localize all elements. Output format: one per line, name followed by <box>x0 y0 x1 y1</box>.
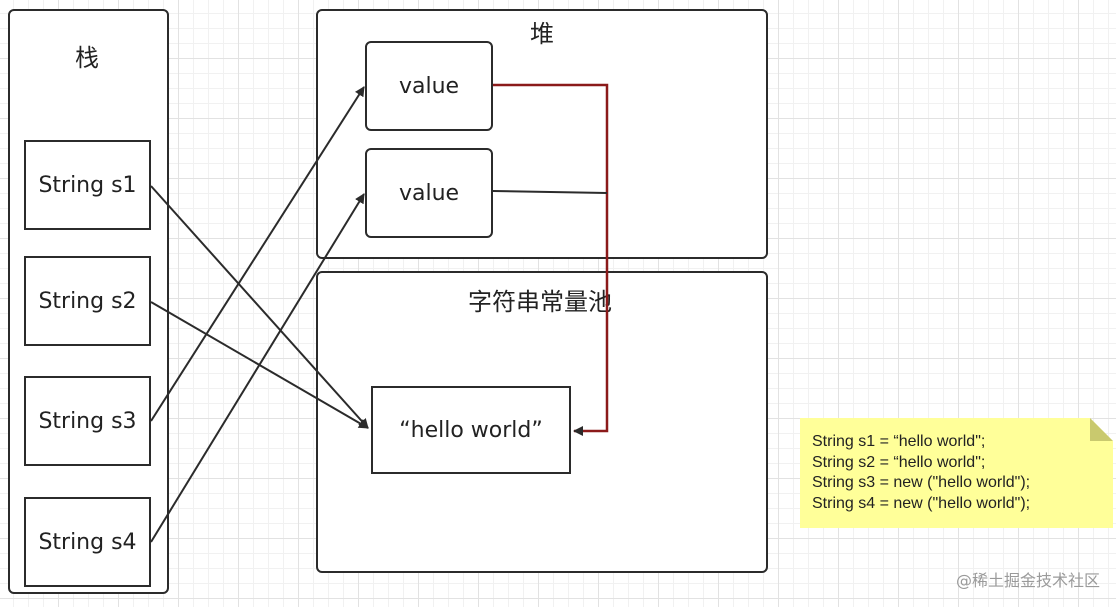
code-note <box>800 418 1113 528</box>
heap-title: 堆 <box>530 20 554 48</box>
code-note-fold <box>1090 418 1113 441</box>
stack-item-s2: String s2 <box>24 256 151 346</box>
watermark: @稀土掘金技术社区 <box>955 571 1100 590</box>
code-line-s1: String s1 = “hello world"; <box>812 433 986 450</box>
string-pool-title: 字符串常量池 <box>468 288 612 316</box>
heap-value-1: value <box>365 41 493 131</box>
code-line-s4: String s4 = new ("hello world"); <box>812 494 1031 512</box>
code-line-s3: String s3 = new ("hello world"); <box>812 474 1031 491</box>
stack-title: 栈 <box>75 44 99 72</box>
stack-item-s4: String s4 <box>24 497 151 587</box>
hello-world-literal: “hello world” <box>371 386 571 474</box>
stack-item-s3: String s3 <box>24 376 151 466</box>
code-line-s2: String s2 = “hello world"; <box>812 453 986 471</box>
stack-item-s1: String s1 <box>24 140 151 230</box>
code-note-text: String s1 = “hello world"; String s2 = “… <box>812 432 1030 514</box>
heap-value-2: value <box>365 148 493 238</box>
